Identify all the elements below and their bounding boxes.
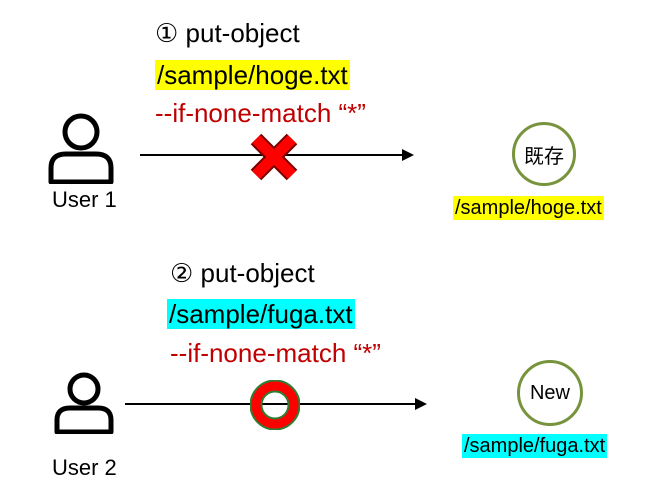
step2-title: ② put-object [170,258,315,288]
fail-x-icon [249,132,299,182]
new-badge-label: New [529,381,570,404]
existing-file-label: /sample/hoge.txt [453,196,604,220]
step2-path: /sample/fuga.txt [167,299,355,329]
step2-arrow [125,394,428,414]
step1-path-wrapper: /sample/hoge.txt [155,58,350,92]
new-file-label: /sample/fuga.txt [462,434,608,458]
step2-path-wrapper: /sample/fuga.txt [167,297,355,331]
user1-icon [46,112,116,184]
existing-badge: 既存 [512,122,576,186]
user2-icon [52,372,116,434]
user2-label: User 2 [52,455,117,480]
user1-label: User 1 [52,187,117,212]
new-badge: New [517,360,583,426]
step1-option: --if-none-match “*” [155,98,366,128]
step1-title: ① put-object [155,18,300,48]
existing-badge-label: 既存 [524,145,564,168]
step2-option: --if-none-match “*” [170,338,381,368]
success-o-icon [250,380,300,430]
step1-path: /sample/hoge.txt [155,60,350,90]
